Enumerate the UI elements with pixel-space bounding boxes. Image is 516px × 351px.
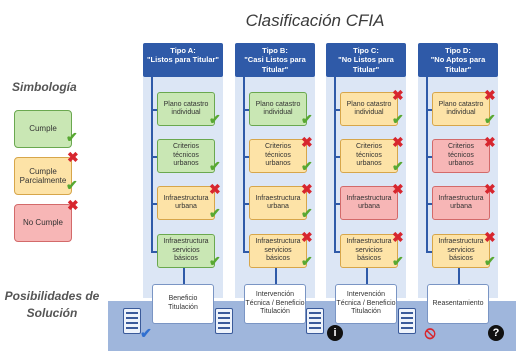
- connector-line: [334, 251, 342, 253]
- x-icon: ✖: [392, 134, 404, 150]
- solution-box: Beneficio Titulación: [152, 284, 214, 324]
- document-icon: [398, 308, 416, 334]
- check-icon: ✔: [209, 111, 221, 127]
- check-icon: ✔: [484, 253, 496, 269]
- legend-item-cumple: Cumple: [14, 110, 72, 148]
- check-icon: ✔: [392, 158, 404, 174]
- criterion-box: Criterios técnicos urbanos: [249, 139, 307, 173]
- criterion-box: Infraestructura servicios básicos: [249, 234, 307, 268]
- check-icon: ✔: [392, 111, 404, 127]
- check-icon: ✔: [301, 111, 313, 127]
- column-header: Tipo A: "Listos para Titular": [143, 43, 223, 77]
- connector-line: [183, 268, 185, 284]
- x-icon: ✖: [301, 181, 313, 197]
- document-icon: [306, 308, 324, 334]
- x-icon: ✖: [484, 181, 496, 197]
- legend-label: Cumple: [29, 124, 57, 134]
- document-icon: [215, 308, 233, 334]
- legend-label: Cumple Parcialmente: [19, 166, 67, 185]
- criterion-box: Plano catastro individual: [340, 92, 398, 126]
- criterion-box: Criterios técnicos urbanos: [340, 139, 398, 173]
- solution-box: Intervención Técnica / Beneficio Titulac…: [244, 284, 306, 324]
- connector-line: [426, 156, 434, 158]
- document-icon: [123, 308, 141, 334]
- check-icon: ✔: [484, 111, 496, 127]
- check-icon: ✔: [209, 253, 221, 269]
- check-icon: ✔: [66, 129, 78, 145]
- connector-line: [243, 156, 251, 158]
- connector-line: [458, 268, 460, 284]
- connector-line: [151, 251, 159, 253]
- connector-line: [334, 156, 342, 158]
- x-icon: ✖: [301, 229, 313, 245]
- connector-line: [426, 77, 428, 251]
- x-icon: ✖: [392, 181, 404, 197]
- x-icon: ✖: [392, 87, 404, 103]
- x-icon: ✖: [484, 134, 496, 150]
- check-icon: ✔: [140, 324, 152, 341]
- criterion-box: Infraestructura servicios básicos: [432, 234, 490, 268]
- diagram-title: Clasificación CFIA: [245, 11, 385, 30]
- column-header: Tipo C: "No Listos para Titular": [326, 43, 406, 77]
- criterion-box: Plano catastro individual: [157, 92, 215, 126]
- check-icon: ✔: [392, 253, 404, 269]
- legend-item-cumple-parcialmente: Cumple Parcialmente: [14, 157, 72, 195]
- connector-line: [334, 203, 342, 205]
- x-icon: ✖: [392, 229, 404, 245]
- x-icon: ✖: [67, 149, 79, 165]
- connector-line: [426, 203, 434, 205]
- criterion-box: Criterios técnicos urbanos: [157, 139, 215, 173]
- connector-line: [151, 77, 153, 251]
- legend-item-no-cumple: No Cumple: [14, 204, 72, 242]
- criterion-box: Criterios técnicos urbanos: [432, 139, 490, 173]
- connector-line: [243, 109, 251, 111]
- connector-line: [366, 268, 368, 284]
- criterion-box: Infraestructura urbana: [249, 186, 307, 220]
- connector-line: [151, 156, 159, 158]
- solution-box: Reasentamiento: [427, 284, 489, 324]
- solutions-title: Posibilidades de Solución: [4, 289, 100, 320]
- criterion-box: Infraestructura urbana: [340, 186, 398, 220]
- connector-line: [334, 109, 342, 111]
- prohibited-icon: ⦸: [424, 323, 436, 342]
- criterion-box: Infraestructura servicios básicos: [340, 234, 398, 268]
- info-icon: i: [327, 325, 343, 341]
- check-icon: ✔: [66, 177, 78, 193]
- x-icon: ✖: [301, 134, 313, 150]
- check-icon: ✔: [301, 158, 313, 174]
- legend-label: No Cumple: [22, 218, 63, 228]
- x-icon: ✖: [67, 197, 79, 213]
- column-header: Tipo B: "Casi Listos para Titular": [235, 43, 315, 77]
- check-icon: ✔: [209, 205, 221, 221]
- criterion-box: Plano catastro individual: [249, 92, 307, 126]
- x-icon: ✖: [484, 87, 496, 103]
- column-header: Tipo D: "No Aptos para Titular": [418, 43, 498, 77]
- check-icon: ✔: [301, 205, 313, 221]
- connector-line: [275, 268, 277, 284]
- x-icon: ✖: [484, 229, 496, 245]
- legend-title: Simbología: [12, 80, 77, 94]
- check-icon: ✔: [301, 253, 313, 269]
- connector-line: [151, 203, 159, 205]
- x-icon: ✖: [209, 181, 221, 197]
- connector-line: [243, 203, 251, 205]
- criterion-box: Infraestructura servicios básicos: [157, 234, 215, 268]
- connector-line: [426, 251, 434, 253]
- connector-line: [334, 77, 336, 251]
- connector-line: [243, 77, 245, 251]
- criterion-box: Plano catastro individual: [432, 92, 490, 126]
- question-icon: ?: [488, 325, 504, 341]
- check-icon: ✔: [209, 158, 221, 174]
- connector-line: [243, 251, 251, 253]
- criterion-box: Infraestructura urbana: [157, 186, 215, 220]
- criterion-box: Infraestructura urbana: [432, 186, 490, 220]
- connector-line: [151, 109, 159, 111]
- solution-box: Intervención Técnica / Beneficio Titulac…: [335, 284, 397, 324]
- connector-line: [426, 109, 434, 111]
